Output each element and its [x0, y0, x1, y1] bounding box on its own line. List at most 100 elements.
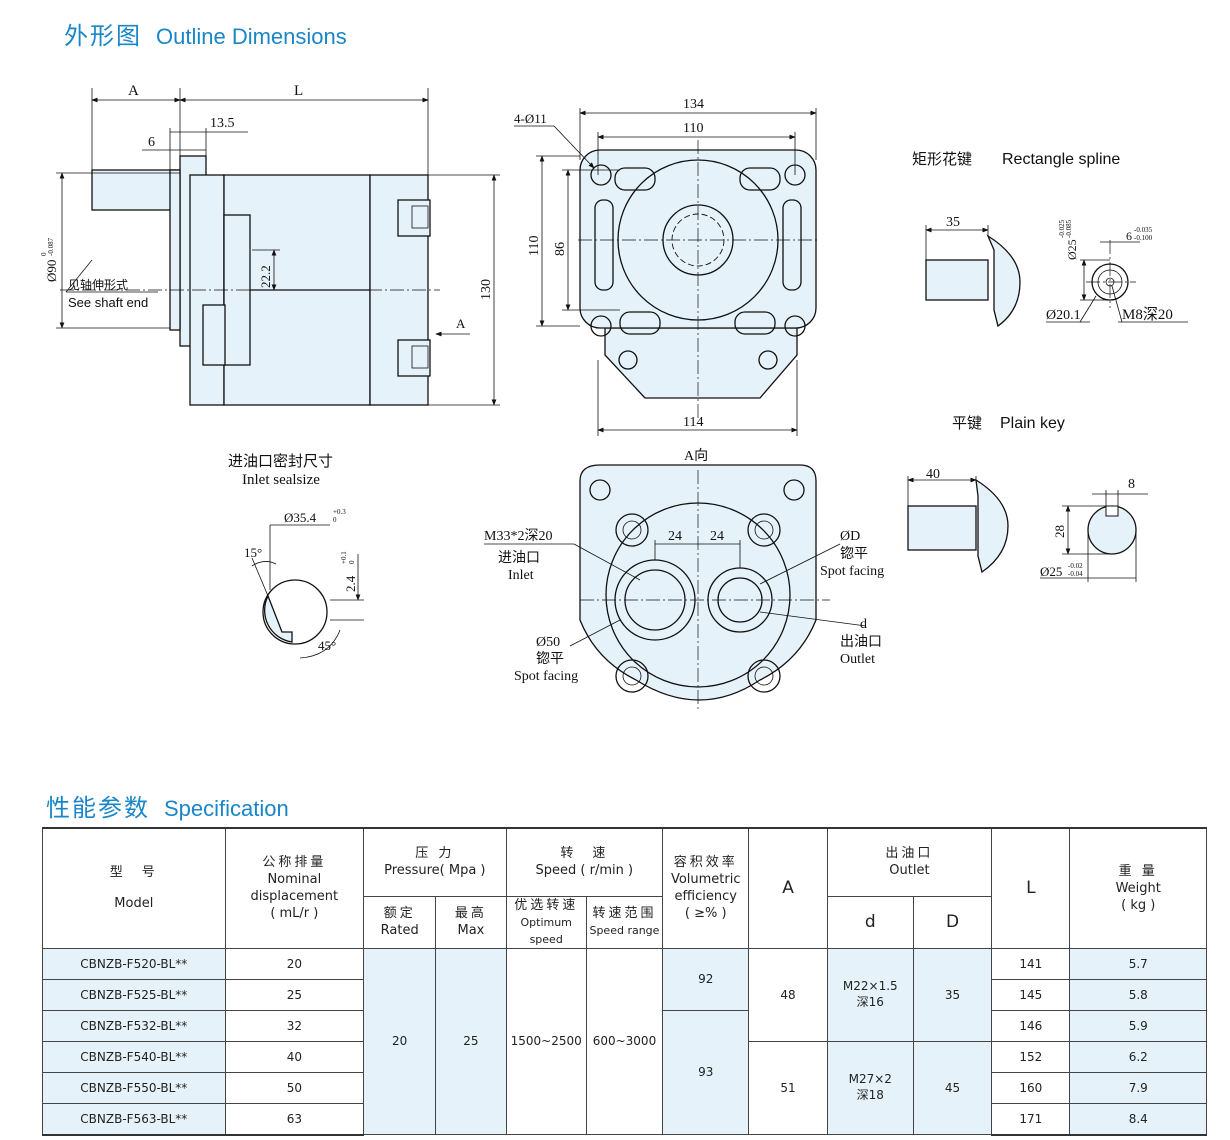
outline-title-en: Outline Dimensions — [156, 24, 347, 49]
seal-angle-45: 45° — [318, 638, 336, 653]
seal-angle-15: 15° — [244, 545, 262, 560]
dim-13-5: 13.5 — [210, 116, 235, 131]
seal-dim-2-4: 2.4 — [343, 575, 358, 592]
table-row: CBNZB-F563-BL** 63 171 8.4 — [42, 1102, 1207, 1136]
cell-D-1: 35 — [912, 947, 993, 1042]
seal-groove — [263, 594, 293, 643]
spline-dim-35: 35 — [946, 215, 960, 230]
spline-dim-dia25-tol-down: -0.085 — [1065, 219, 1073, 238]
a-view-outlet-cn: 出油口 — [840, 634, 882, 650]
side-shaft — [91, 169, 181, 211]
cell-A-1: 48 — [748, 947, 828, 1042]
a-view: A向 24 24 M33*2深20 进油口 Inlet ØD 锪平 Spot f… — [484, 448, 884, 710]
a-view-inlet-cn: 进油口 — [498, 550, 540, 566]
dim-A: A — [128, 83, 139, 99]
dim-dia90: Ø90 — [44, 260, 59, 282]
a-view-spot-en-r: Spot facing — [820, 564, 884, 579]
spline-shaft — [925, 259, 989, 301]
spline-dim-6-tol-up: -0.035 — [1134, 226, 1153, 234]
seal-dim-dia35-4: Ø35.4 — [284, 510, 317, 525]
view-arrow-A: A — [456, 316, 466, 331]
spline-dim-dia20-1: Ø20.1 — [1046, 308, 1081, 323]
cell-model: CBNZB-F520-BL** — [42, 947, 226, 980]
a-view-dia-50: Ø50 — [536, 635, 560, 650]
shaft-note-cn: 见轴伸形式 — [68, 277, 128, 292]
dim-dia90-tol-down: -0.087 — [47, 237, 55, 256]
shaft-note-en: See shaft end — [68, 295, 148, 310]
front-view: 134 110 4-Ø11 110 86 114 — [514, 97, 820, 436]
inlet-seal-detail: 进油口密封尺寸 Inlet sealsize Ø35.4 +0.3 0 2.4 … — [228, 453, 364, 659]
cell-weight: 8.4 — [1069, 1102, 1207, 1136]
spline-dim-6-tol-down: -0.100 — [1134, 234, 1153, 242]
plainkey-flange — [975, 478, 1009, 574]
a-view-dim-24-right: 24 — [710, 529, 724, 544]
spline-title-cn: 矩形花键 — [912, 151, 972, 168]
spec-title-en: Specification — [164, 796, 289, 821]
cell-D-2: 45 — [912, 1040, 993, 1135]
spline-dim-dia25: Ø25 — [1065, 239, 1079, 260]
dim-110-top: 110 — [683, 121, 703, 136]
plain-key-detail: 平键 Plain key 40 8 28 Ø25 -0.02 -0.04 — [907, 415, 1148, 582]
cell-weight: 5.7 — [1069, 947, 1207, 980]
cell-model: CBNZB-F550-BL** — [42, 1071, 226, 1104]
cell-weight: 5.9 — [1069, 1009, 1207, 1042]
spec-title-cn: 性能参数 — [46, 794, 150, 822]
spline-dim-dia25-tol-up: -0.025 — [1058, 219, 1066, 238]
seal-dim-dia35-4-tol-up: +0.3 — [333, 508, 346, 516]
cell-L: 171 — [991, 1102, 1071, 1136]
seal-dim-2-4-tol-up: +0.1 — [340, 551, 348, 564]
plainkey-dim-dia25-tol-down: -0.04 — [1068, 570, 1083, 578]
dim-114: 114 — [683, 415, 703, 430]
side-bolt-bottom — [397, 339, 431, 377]
seal-dim-2-4-tol-down: 0 — [348, 560, 356, 564]
plainkey-dim-8: 8 — [1128, 477, 1135, 492]
cell-model: CBNZB-F525-BL** — [42, 978, 226, 1011]
spline-dim-m8: M8深20 — [1122, 306, 1173, 323]
dim-110-left: 110 — [527, 236, 542, 256]
cell-disp: 40 — [224, 1040, 365, 1073]
holes-4-dia11: 4-Ø11 — [514, 111, 547, 126]
inlet-seal-title-cn: 进油口密封尺寸 — [228, 453, 333, 470]
spec-section-title: 性能参数 Specification — [46, 788, 289, 823]
plainkey-title-en: Plain key — [1000, 415, 1065, 432]
plainkey-dim-40: 40 — [926, 467, 940, 482]
dim-134: 134 — [683, 97, 704, 112]
cell-disp: 25 — [224, 978, 365, 1011]
cell-A-2: 51 — [748, 1040, 828, 1135]
cell-model: CBNZB-F540-BL** — [42, 1040, 226, 1073]
cell-eff-1: 92 — [662, 947, 750, 1011]
th-A: A — [748, 827, 828, 949]
outline-drawing: A L 13.5 6 Ø90 0 -0.087 22.2 130 见轴伸形式 S… — [40, 83, 1188, 710]
dim-6: 6 — [148, 135, 155, 150]
plainkey-dim-dia25-tol-up: -0.02 — [1068, 562, 1083, 570]
cell-model: CBNZB-F532-BL** — [42, 1009, 226, 1042]
a-view-inlet-en: Inlet — [508, 568, 534, 583]
dim-86: 86 — [553, 242, 568, 256]
cell-disp: 50 — [224, 1071, 365, 1104]
a-view-outlet-en: Outlet — [840, 652, 875, 667]
cell-weight: 5.8 — [1069, 978, 1207, 1011]
cell-L: 152 — [991, 1040, 1071, 1073]
cell-disp: 20 — [224, 947, 365, 980]
plainkey-dim-28: 28 — [1052, 525, 1067, 538]
dim-130: 130 — [479, 279, 494, 300]
rect-spline-detail: 矩形花键 Rectangle spline 35 Ø25 -0.025 -0.0… — [912, 151, 1188, 328]
cell-L: 141 — [991, 947, 1071, 980]
a-view-title: A向 — [684, 448, 708, 464]
table-row: CBNZB-F520-BL** 20 20 25 1500~2500 600~3… — [42, 947, 1207, 1135]
cell-eff-2: 93 — [662, 1009, 750, 1135]
cell-weight: 7.9 — [1069, 1071, 1207, 1104]
